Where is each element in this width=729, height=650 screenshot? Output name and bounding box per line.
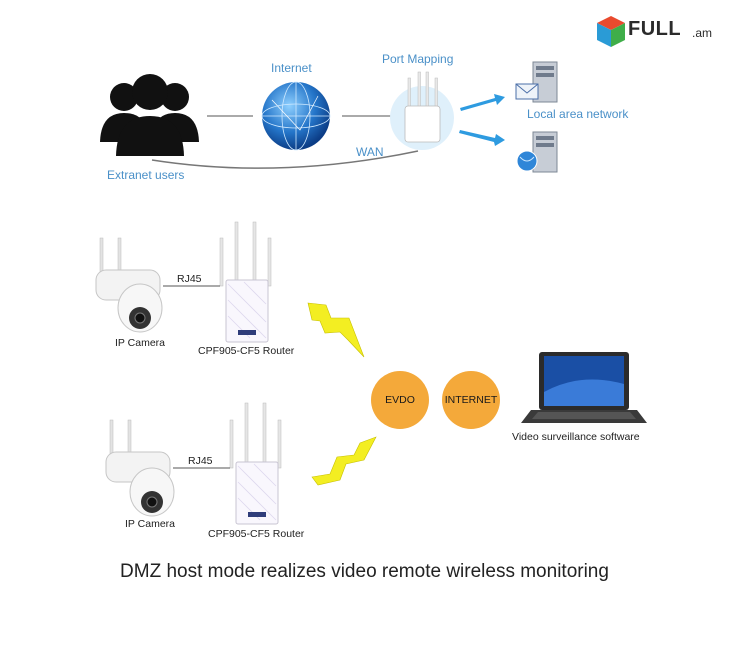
rj45-label: RJ45 (177, 273, 202, 285)
internet-label: Internet (271, 61, 312, 75)
port-mapping-label: Port Mapping (382, 52, 454, 66)
video-surveillance-label: Video surveillance software (512, 431, 640, 443)
cube-logo-icon (597, 16, 625, 47)
cpf905-router-icon-2 (229, 402, 282, 525)
lightning-bolt-icon (307, 302, 365, 358)
ip-camera-icon-2 (105, 419, 175, 517)
ip-camera-label-2: IP Camera (125, 518, 175, 530)
full-am-logo: FULL .am (594, 14, 724, 50)
logo-domain: .am (692, 26, 713, 40)
ip-camera-label: IP Camera (115, 337, 165, 349)
lan-arrows (459, 94, 505, 146)
cpf905-router-icon (219, 221, 272, 343)
ip-camera-icon (95, 237, 163, 333)
users-icon (100, 74, 199, 156)
router-icon (390, 71, 454, 150)
internet-node: INTERNET (442, 371, 500, 429)
mail-server-icon (515, 61, 558, 103)
local-area-network-label: Local area network (527, 107, 629, 121)
evdo-node: EVDO (371, 371, 429, 429)
logo-brand: FULL (628, 18, 682, 40)
wan-curve (151, 150, 419, 169)
lightning-bolt-icon-2 (311, 436, 377, 486)
diagram-caption: DMZ host mode realizes video remote wire… (120, 561, 609, 582)
wan-label: WAN (356, 145, 384, 159)
extranet-users-label: Extranet users (107, 168, 185, 182)
rj45-label-2: RJ45 (188, 455, 213, 467)
web-server-icon (516, 131, 558, 173)
router-label: CPF905-CF5 Router (198, 345, 295, 357)
router-label-2: CPF905-CF5 Router (208, 528, 305, 540)
laptop-icon (521, 352, 647, 423)
globe-icon (261, 81, 331, 151)
